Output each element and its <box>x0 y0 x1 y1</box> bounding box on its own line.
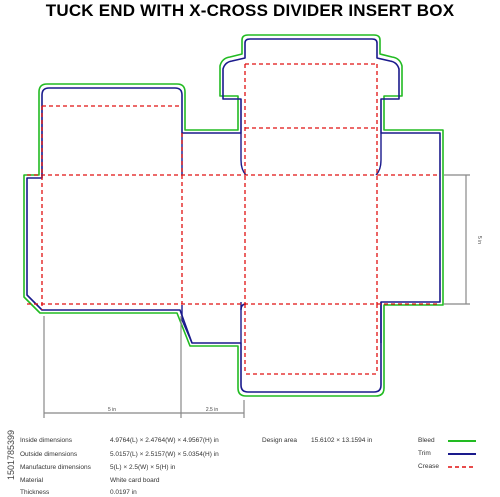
spec-value-material: White card board <box>110 477 160 484</box>
page-title: TUCK END WITH X-CROSS DIVIDER INSERT BOX <box>45 1 455 20</box>
trim-inner-cuts <box>181 133 382 344</box>
spec-value-manufacture: 5(L) × 2.5(W) × 5(H) in <box>110 464 176 471</box>
legend-crease-label: Crease <box>418 463 439 470</box>
spec-label-material: Material <box>20 477 44 484</box>
design-area-label: Design area <box>262 437 298 444</box>
spec-value-inside: 4.9764(L) × 2.4764(W) × 4.9567(H) in <box>110 437 219 444</box>
bleed-outline <box>23 34 444 397</box>
spec-value-thickness: 0.0197 in <box>110 489 137 496</box>
legend-trim-label: Trim <box>418 450 431 457</box>
crease-lines <box>27 63 440 375</box>
spec-label-manufacture: Manufacture dimensions <box>20 464 91 471</box>
depth-dimension-label: 2.5 in <box>206 407 218 413</box>
spec-label-thickness: Thickness <box>20 489 50 496</box>
spec-label-inside: Inside dimensions <box>20 437 73 444</box>
dimension-lines <box>43 174 470 418</box>
legend-bleed-label: Bleed <box>418 437 435 444</box>
design-area-value: 15.6102 × 13.1594 in <box>311 437 373 444</box>
height-dimension-label: 5 in <box>476 236 482 244</box>
width-dimension-label: 5 in <box>108 407 116 413</box>
trim-outline <box>26 38 441 393</box>
spec-value-outside: 5.0157(L) × 2.5157(W) × 5.0354(H) in <box>110 451 219 458</box>
stock-id-watermark: 1501785399 <box>6 429 16 480</box>
spec-label-outside: Outside dimensions <box>20 451 78 458</box>
